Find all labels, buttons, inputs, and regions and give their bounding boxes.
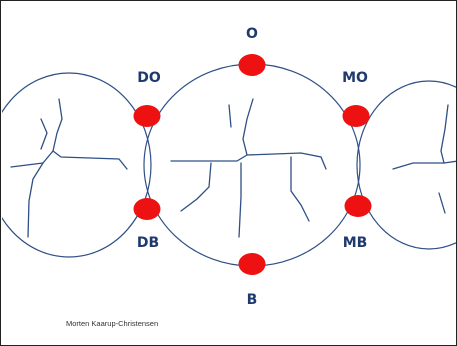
label-upper-right: MO: [342, 70, 368, 86]
center-tooth-outline: [143, 63, 361, 267]
label-lower-left: DB: [137, 235, 159, 251]
tooth-outlines: [2, 63, 456, 267]
label-lower-right: MB: [343, 235, 368, 251]
surface-markers: [133, 54, 372, 275]
left-tooth-outline: [2, 72, 152, 258]
marker-lower-right: [344, 195, 372, 217]
marker-upper-left: [133, 105, 161, 127]
marker-bottom: [238, 253, 266, 275]
author-credit: Morten Kaarup-Christensen: [66, 319, 158, 328]
center-fissure-right: [246, 152, 327, 170]
right-tooth-outline: [356, 80, 456, 250]
left-fissure-main: [27, 98, 63, 238]
marker-lower-left: [133, 198, 161, 220]
center-fissure-vertical: [238, 162, 242, 238]
surface-labels: O B DO DB MO MB: [137, 26, 368, 308]
marker-top: [238, 54, 266, 76]
right-fissure-main: [392, 104, 449, 170]
right-fissure-edge: [443, 160, 456, 164]
center-fissure-top: [170, 98, 254, 162]
right-fissure-lower: [438, 192, 446, 214]
center-fissure-right-branch: [290, 156, 310, 222]
center-fissure-small: [228, 104, 232, 128]
left-fissure-branch: [52, 150, 128, 170]
marker-upper-right: [342, 105, 370, 127]
label-upper-left: DO: [137, 70, 161, 86]
center-fissure-left-branch: [180, 162, 212, 212]
left-fissure-small: [40, 118, 48, 150]
fissure-lines: [10, 98, 456, 238]
label-top: O: [246, 26, 258, 42]
label-bottom: B: [247, 292, 258, 308]
left-fissure-edge: [10, 162, 44, 168]
